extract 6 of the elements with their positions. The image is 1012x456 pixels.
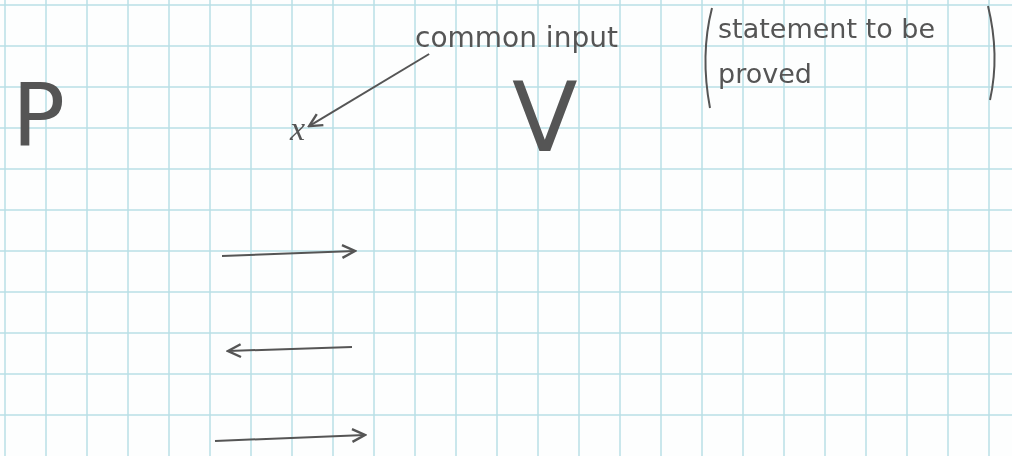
input-variable: x [290, 112, 306, 146]
annotation-text: common input [415, 24, 618, 52]
prover-label: P [12, 72, 66, 160]
verifier-label: V [512, 70, 578, 166]
leader-arrow [307, 53, 431, 128]
annotation-text: statement to be proved [718, 12, 937, 91]
